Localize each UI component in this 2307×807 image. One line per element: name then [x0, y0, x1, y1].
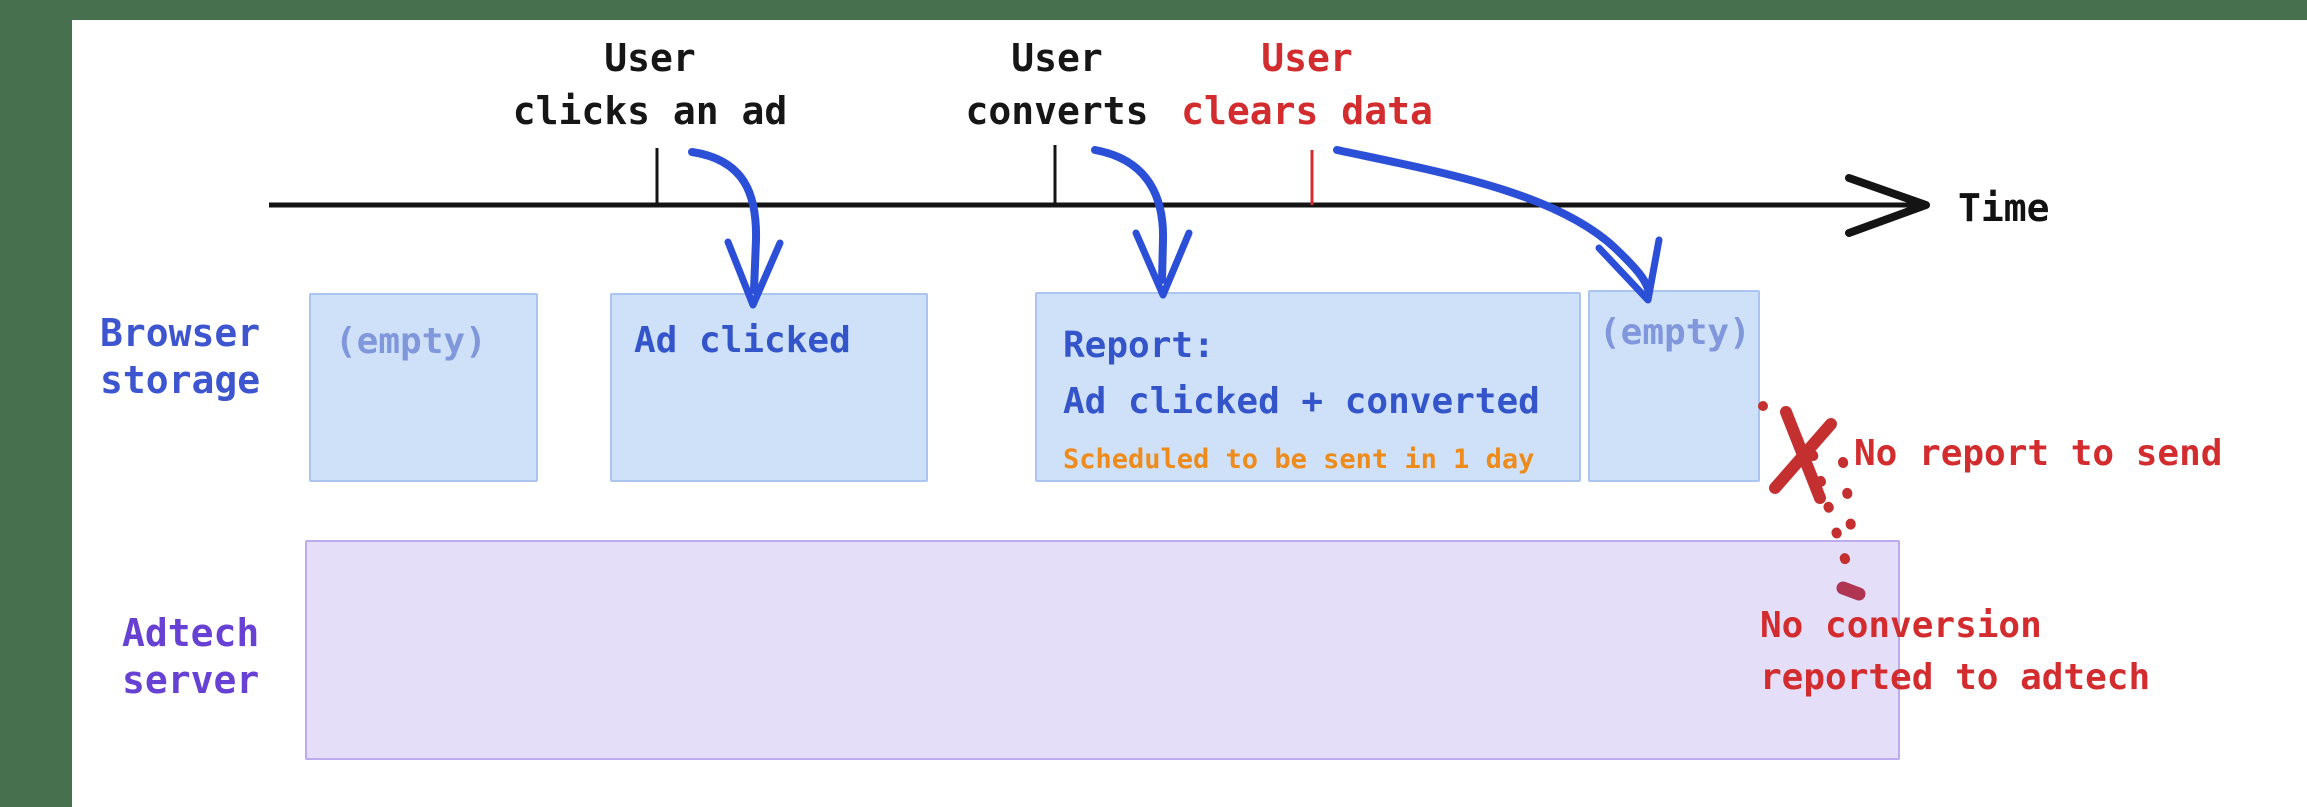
event-label-line: User — [1011, 36, 1103, 80]
event-label-converts: User converts — [965, 32, 1148, 138]
frame-left-band — [0, 0, 72, 807]
dotted-arrow-stroke2-icon — [1838, 457, 1858, 557]
report-schedule-note: Scheduled to be sent in 1 day — [1063, 444, 1535, 475]
event-label-line: User — [604, 36, 696, 80]
adtech-server-label-line2: server — [122, 658, 260, 702]
dotted-arrow-stroke1-icon — [1808, 450, 1851, 567]
no-conversion-line1: No conversion — [1760, 605, 2042, 646]
adtech-server-box — [305, 540, 1900, 760]
storage-box-empty-1: (empty) — [309, 293, 538, 482]
storage-box-empty-2-text: (empty) — [1599, 312, 1751, 353]
event-label-line: clicks an ad — [512, 89, 788, 133]
x-mark-dot-icon — [1758, 401, 1768, 411]
arrow-clears-data-head-icon — [1595, 236, 1663, 304]
report-title: Report: — [1063, 325, 1215, 366]
time-axis-label: Time — [1958, 186, 2050, 230]
no-conversion-line2: reported to adtech — [1760, 657, 2151, 698]
event-label-line: clears data — [1181, 89, 1433, 133]
browser-storage-label-line1: Browser — [100, 311, 261, 355]
dotted-arrow-tip-icon — [1836, 581, 1866, 601]
arrow-clears-data-icon — [1333, 146, 1653, 296]
storage-box-empty-2: (empty) — [1588, 290, 1760, 482]
browser-storage-label-line2: storage — [100, 358, 261, 402]
arrow-converts-head-icon — [1132, 229, 1193, 299]
no-report-annotation: No report to send — [1854, 433, 2223, 474]
adtech-server-label-line1: Adtech — [122, 611, 260, 655]
event-label-clears-data: User clears data — [1181, 32, 1433, 138]
storage-box-ad-clicked-text: Ad clicked — [634, 320, 851, 361]
x-mark-stroke2-icon — [1769, 418, 1837, 494]
event-label-ad-click: User clicks an ad — [513, 32, 788, 138]
arrow-ad-click-head-icon — [724, 238, 784, 309]
frame-top-band — [0, 0, 2307, 20]
storage-box-empty-1-text: (empty) — [335, 321, 487, 362]
arrow-converts-icon — [1091, 146, 1168, 284]
storage-box-report: Report: Ad clicked + converted Scheduled… — [1035, 292, 1581, 482]
timeline-arrowhead-icon — [1845, 174, 1930, 237]
report-line2: Ad clicked + converted — [1063, 381, 1540, 422]
storage-box-ad-clicked: Ad clicked — [610, 293, 928, 482]
no-conversion-annotation: No conversion reported to adtech — [1760, 600, 2150, 704]
event-label-line: converts — [965, 89, 1149, 133]
event-label-line: User — [1261, 36, 1353, 80]
arrow-ad-click-icon — [688, 148, 761, 294]
